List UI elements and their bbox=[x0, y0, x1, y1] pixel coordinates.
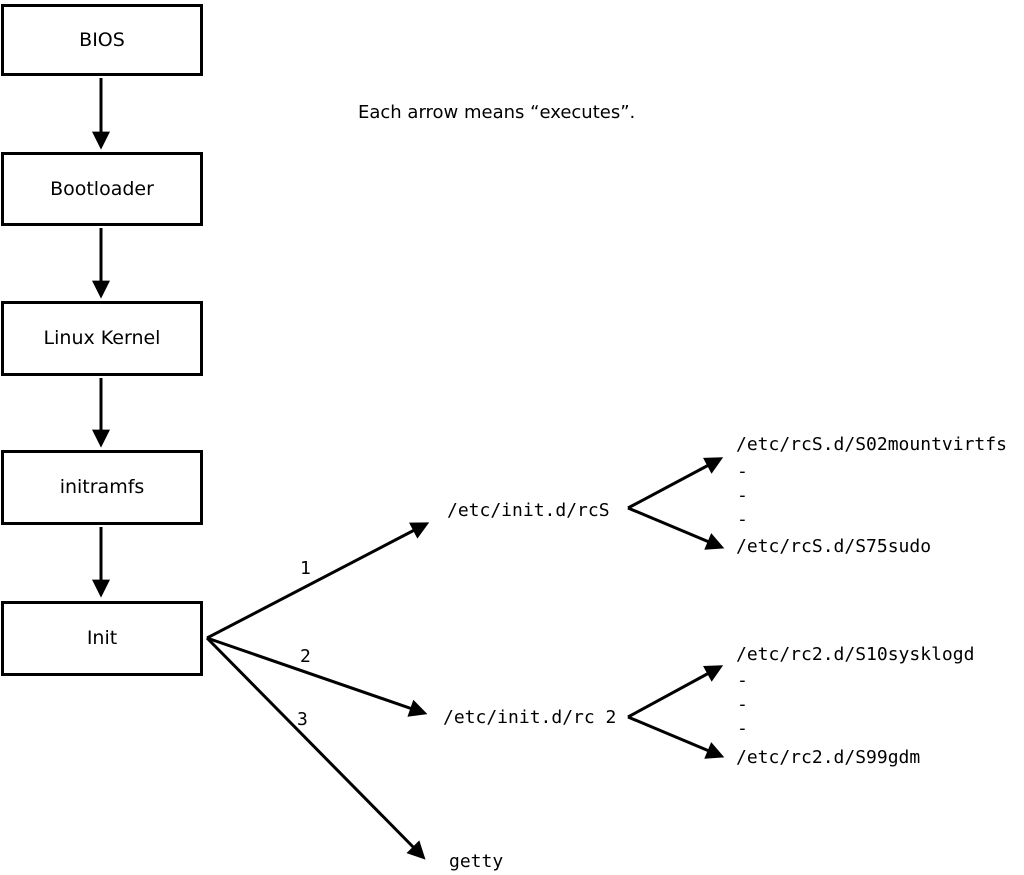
box-init: Init bbox=[1, 601, 203, 676]
box-linux-kernel: Linux Kernel bbox=[1, 301, 203, 376]
legend-note: Each arrow means “executes”. bbox=[358, 102, 636, 123]
arrow-rc2-to-s10sysklogd-icon bbox=[627, 665, 724, 719]
box-linux-kernel-label: Linux Kernel bbox=[43, 327, 161, 349]
label-rc2-entry-ellipsis-2: - bbox=[737, 694, 748, 715]
label-rcs-entry-ellipsis-2: - bbox=[737, 485, 748, 506]
label-rc2-entry-s10sysklogd: /etc/rc2.d/S10sysklogd bbox=[736, 644, 975, 665]
arrow-rcs-to-s75sudo-icon bbox=[627, 506, 725, 550]
box-initramfs-label: initramfs bbox=[59, 476, 145, 498]
label-rc2-entry-ellipsis-3: - bbox=[737, 718, 748, 739]
box-bootloader: Bootloader bbox=[1, 152, 203, 226]
label-etc-init-d-rc2: /etc/init.d/rc 2 bbox=[443, 707, 617, 728]
arrow-rcs-to-s02mountvirtfs-icon bbox=[627, 457, 724, 510]
label-rcs-entry-s75sudo: /etc/rcS.d/S75sudo bbox=[736, 536, 932, 557]
arrow-init-to-getty-icon bbox=[205, 636, 426, 860]
label-getty: getty bbox=[449, 851, 504, 872]
box-bios-label: BIOS bbox=[79, 28, 125, 51]
label-rcs-entry-ellipsis-3: - bbox=[737, 509, 748, 530]
box-bios: BIOS bbox=[1, 4, 203, 76]
arrow-init-to-rc2-icon bbox=[206, 636, 428, 717]
label-etc-init-d-rcs: /etc/init.d/rcS bbox=[447, 500, 610, 521]
label-rcs-entry-s02mountvirtfs: /etc/rcS.d/S02mountvirtfs bbox=[736, 434, 1007, 455]
box-initramfs: initramfs bbox=[1, 450, 203, 525]
label-rc2-entry-ellipsis-1: - bbox=[737, 670, 748, 691]
box-bootloader-label: Bootloader bbox=[50, 177, 154, 200]
branch-3-number: 3 bbox=[297, 709, 308, 730]
branch-1-number: 1 bbox=[300, 558, 311, 579]
arrow-rc2-to-s99gdm-icon bbox=[627, 715, 725, 759]
branch-2-number: 2 bbox=[300, 646, 311, 667]
label-rcs-entry-ellipsis-1: - bbox=[737, 461, 748, 482]
box-init-label: Init bbox=[86, 627, 118, 649]
arrow-init-to-rcs-icon bbox=[206, 522, 430, 640]
label-rc2-entry-s99gdm: /etc/rc2.d/S99gdm bbox=[736, 747, 921, 768]
